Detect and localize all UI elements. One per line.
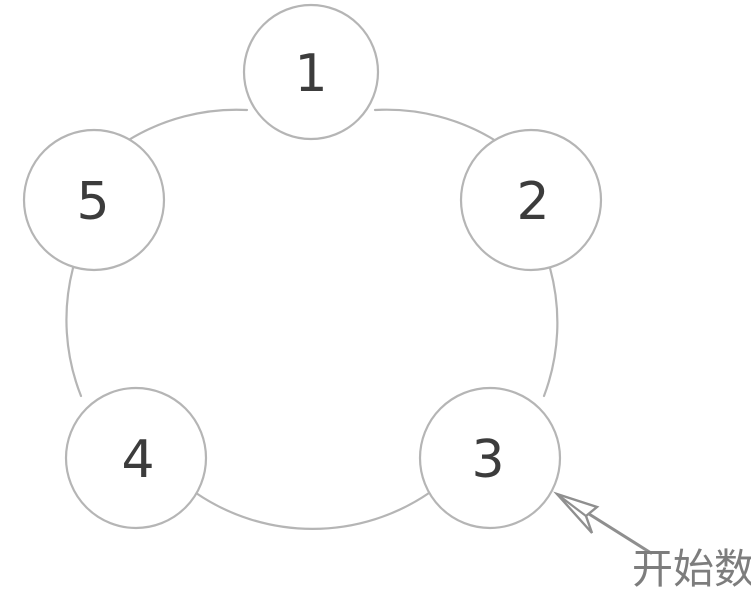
node-3[interactable]: 3 xyxy=(418,386,562,530)
node-2-circle[interactable] xyxy=(459,128,603,272)
node-4[interactable]: 4 xyxy=(64,386,208,530)
arrow-head-crease xyxy=(555,492,588,518)
node-4-label: 4 xyxy=(121,430,154,490)
node-5[interactable]: 5 xyxy=(22,128,166,272)
node-5-circle[interactable] xyxy=(22,128,166,272)
node-3-circle[interactable] xyxy=(418,386,562,530)
link-arc-group xyxy=(65,108,559,530)
node-1-label: 1 xyxy=(294,44,327,104)
arrow-shaft xyxy=(587,512,653,555)
annotation-label: 开始数 xyxy=(632,545,751,593)
link-arc-5-1 xyxy=(125,108,249,143)
link-arc-2-3 xyxy=(542,266,559,398)
link-arc-1-2 xyxy=(373,108,498,143)
node-2[interactable]: 2 xyxy=(459,128,603,272)
link-arc-3-4 xyxy=(194,491,431,530)
node-1[interactable]: 1 xyxy=(242,3,380,141)
node-2-label: 2 xyxy=(516,172,549,232)
node-5-label: 5 xyxy=(76,172,109,232)
node-4-circle[interactable] xyxy=(64,386,208,530)
annotation-arrow xyxy=(553,491,653,555)
link-arc-4-5 xyxy=(65,266,83,398)
node-group: 1 2 3 4 5 xyxy=(22,3,603,530)
node-3-label: 3 xyxy=(471,430,504,490)
node-1-circle[interactable] xyxy=(242,3,380,141)
